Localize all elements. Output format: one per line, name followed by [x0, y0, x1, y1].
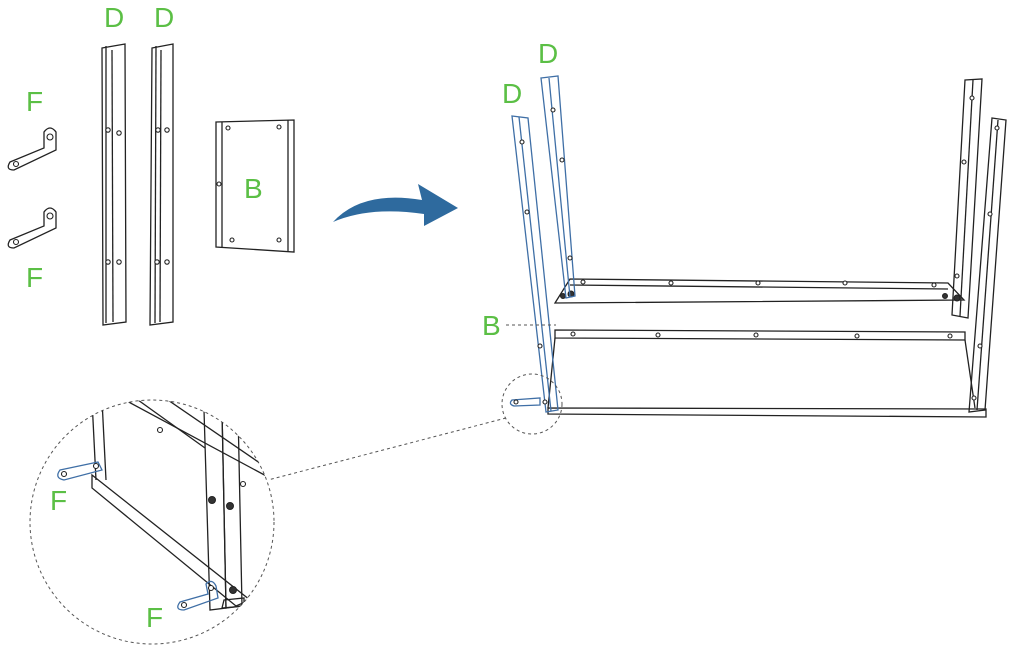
label-f-part-bottom: F [26, 262, 44, 293]
label-b-assembly: B [482, 310, 501, 341]
callout-leader-line [267, 417, 507, 481]
assembled-frame [547, 78, 1007, 418]
callout-source-circle [501, 373, 563, 435]
label-f-part-top: F [26, 86, 44, 117]
assembly-leg-d-back [540, 75, 576, 299]
label-d-part-right: D [154, 2, 175, 33]
assembly-bracket-f [509, 397, 541, 407]
detail-view [29, 399, 275, 645]
curved-arrow-icon [333, 184, 458, 226]
assembly-leg-d-front [511, 115, 559, 413]
label-f-detail-bottom: F [146, 602, 164, 633]
bracket-part-f-bottom [7, 207, 57, 249]
label-b-part: B [244, 173, 263, 204]
leg-part-d-left [101, 43, 127, 326]
leg-part-d-right [149, 43, 174, 326]
label-d-assembly-front: D [502, 78, 523, 109]
label-d-assembly-back: D [538, 38, 559, 69]
label-f-detail-top: F [50, 485, 68, 516]
label-d-part-left: D [104, 2, 125, 33]
panel-part-b [215, 119, 295, 253]
bracket-part-f-top [7, 127, 57, 171]
